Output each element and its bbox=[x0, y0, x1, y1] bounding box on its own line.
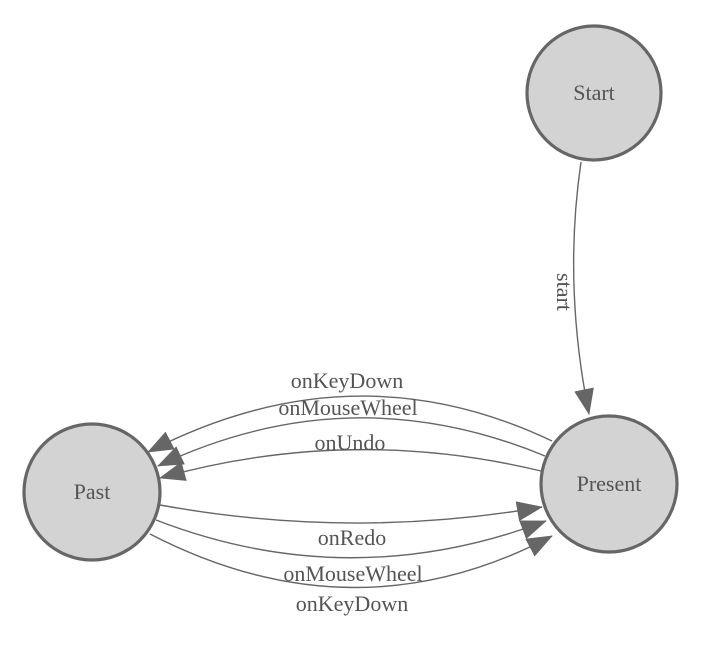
state-node-start[interactable]: Start bbox=[525, 24, 663, 162]
edge-label-onmousewheel-top: onMouseWheel bbox=[278, 395, 417, 420]
state-circle-past[interactable] bbox=[22, 422, 162, 562]
edge-label-onkeydown-top: onKeyDown bbox=[291, 368, 403, 393]
state-node-present[interactable]: Present bbox=[539, 414, 679, 554]
state-label-past: Past bbox=[74, 479, 111, 504]
edge-label-onmousewheel-bottom: onMouseWheel bbox=[283, 561, 422, 586]
edge-start-to-present bbox=[572, 161, 594, 415]
transition-past-to-present-onkeydown: onKeyDown bbox=[149, 533, 553, 616]
edge-label-onkeydown-bottom: onKeyDown bbox=[296, 591, 408, 616]
edge-past-to-present-onmousewheel bbox=[155, 519, 547, 559]
transition-present-to-past-onundo: onUndo bbox=[159, 430, 542, 481]
transition-past-to-present-onredo: onRedo bbox=[159, 501, 543, 550]
transition-past-to-present-onmousewheel: onMouseWheel bbox=[155, 519, 547, 586]
edge-label-onredo: onRedo bbox=[318, 525, 386, 550]
state-label-present: Present bbox=[577, 471, 642, 496]
state-circle-present[interactable] bbox=[539, 414, 679, 554]
edge-past-to-present-onredo bbox=[159, 501, 543, 524]
state-label-start: Start bbox=[573, 80, 615, 105]
transition-start-to-present: start bbox=[552, 161, 594, 415]
edge-present-to-past-onundo bbox=[159, 448, 542, 481]
edge-label-onundo: onUndo bbox=[315, 430, 386, 455]
transition-present-to-past-onkeydown: onKeyDown bbox=[147, 368, 553, 453]
edge-present-to-past-onkeydown bbox=[147, 395, 553, 453]
state-circle-start[interactable] bbox=[525, 24, 663, 162]
transition-present-to-past-onmousewheel: onMouseWheel bbox=[157, 395, 546, 467]
edge-present-to-past-onmousewheel bbox=[157, 417, 546, 467]
edge-past-to-present-onkeydown bbox=[149, 533, 553, 589]
state-node-past[interactable]: Past bbox=[22, 422, 162, 562]
edge-label-start: start bbox=[552, 273, 577, 311]
